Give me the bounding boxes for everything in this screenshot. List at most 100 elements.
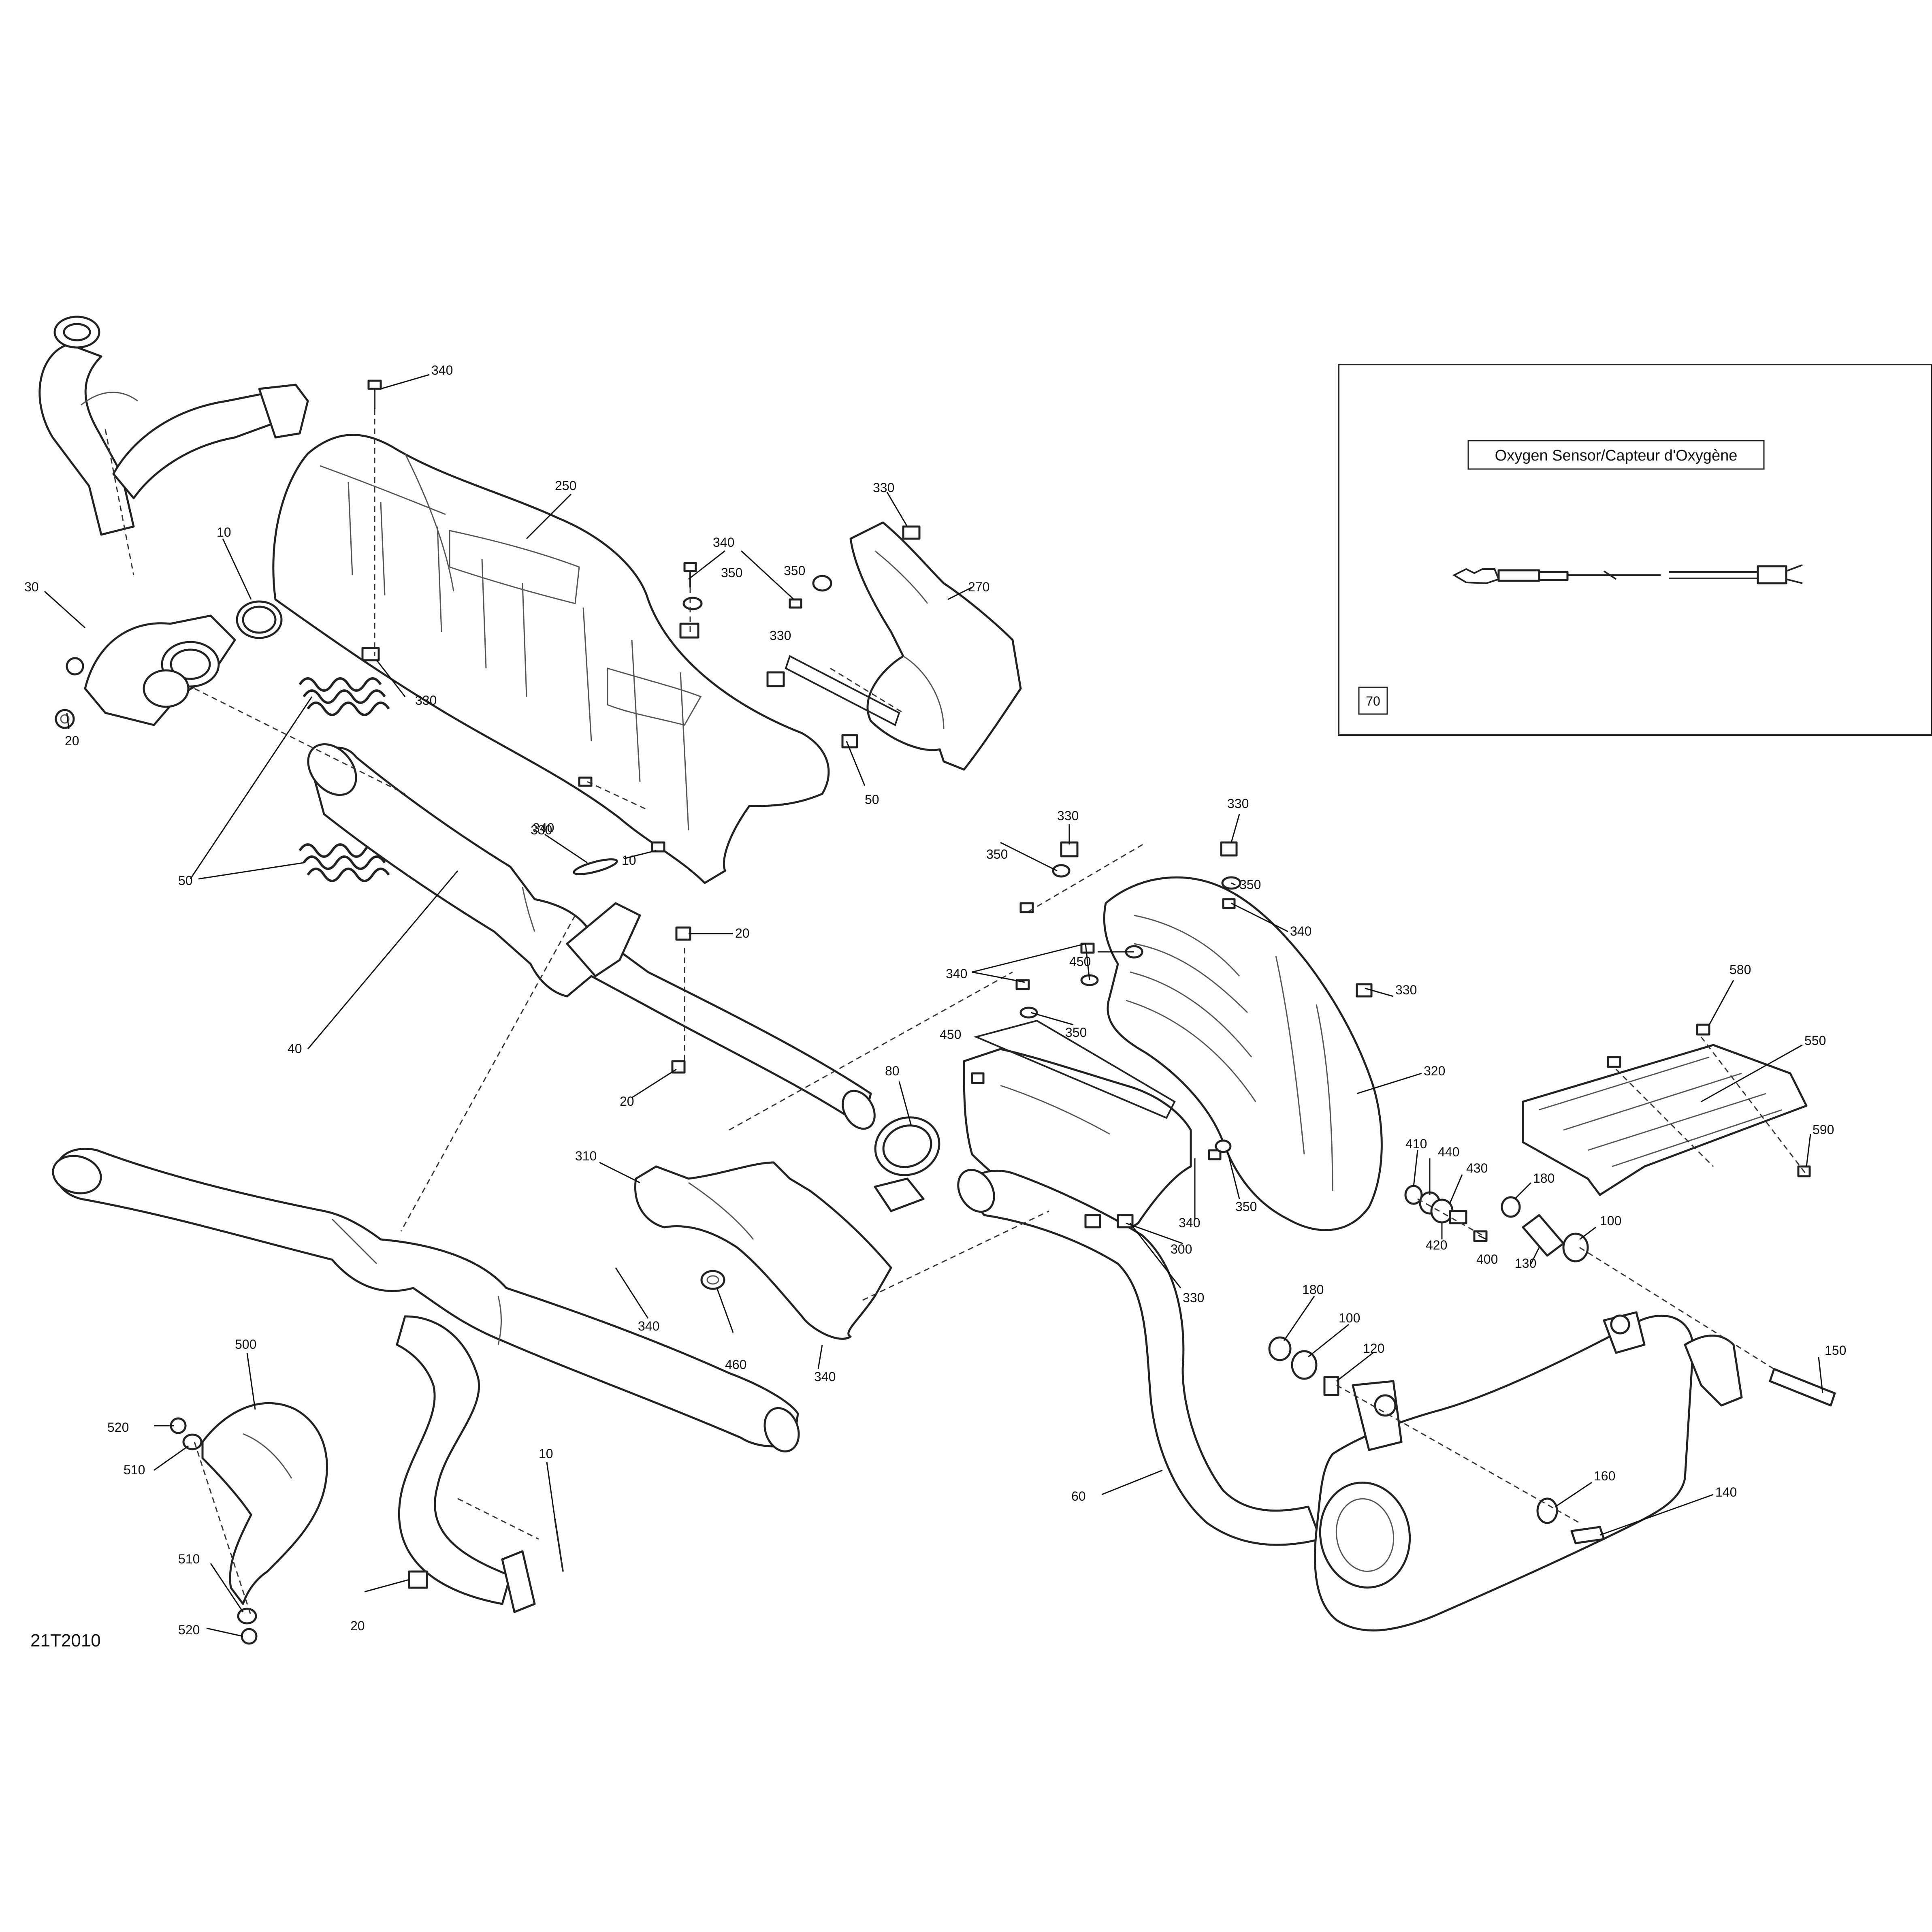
callout-label: 30	[24, 580, 39, 594]
washer-part-350-e	[1019, 1007, 1038, 1019]
callout-label: 10	[539, 1446, 553, 1461]
nut-part-180-a	[1501, 1196, 1521, 1218]
diagram-id: 21T2010	[30, 1631, 101, 1651]
bolt-part-400	[1473, 1230, 1488, 1242]
bolt-part-340-e	[1019, 902, 1034, 913]
callout-label: 330	[873, 480, 894, 495]
nut-part-520-b	[241, 1628, 258, 1645]
inset-part-number-box	[1358, 687, 1388, 715]
grommet-part-100-b	[1291, 1350, 1318, 1380]
mid-pipe-part-40-lower	[52, 1147, 800, 1613]
callout-label: 10	[217, 525, 231, 540]
callout-label: 20	[350, 1619, 365, 1633]
callout-label: 350	[1065, 1025, 1087, 1040]
bolt-part-140	[1570, 1526, 1605, 1544]
oxygen-sensor-drawing	[1452, 564, 1803, 584]
callout-label: 350	[1235, 1199, 1257, 1214]
leader-lines	[44, 374, 1823, 1637]
clip-part-330-g	[1220, 841, 1238, 857]
callout-label: 100	[1600, 1213, 1621, 1228]
callout-label: 20	[620, 1094, 634, 1109]
callout-label: 350	[784, 563, 805, 578]
callout-label: 340	[1290, 924, 1311, 938]
shield-part-500	[201, 1402, 328, 1605]
callout-label: 510	[178, 1552, 200, 1566]
clip-part-330-b	[902, 525, 921, 540]
clamp-part-80	[874, 1116, 940, 1212]
spring-part-50-upper	[299, 677, 390, 716]
callout-label: 330	[770, 628, 791, 643]
heat-shield-part-320	[1103, 876, 1383, 1231]
callout-label: 430	[1466, 1161, 1488, 1175]
callout-label: 340	[1179, 1215, 1200, 1230]
bolt-part-340-i	[1208, 1149, 1222, 1160]
gasket-part-10-top	[236, 600, 283, 639]
callout-label: 50	[178, 873, 193, 888]
callout-label: 520	[107, 1420, 129, 1435]
callout-label: 340	[533, 821, 554, 835]
callout-label: 500	[235, 1337, 256, 1352]
callout-label: 450	[1069, 954, 1091, 969]
clip-part-330-e	[361, 647, 380, 661]
grommet-part-460	[700, 1270, 725, 1290]
callout-label: 330	[1183, 1290, 1204, 1305]
bolt-part-340-f	[1222, 898, 1236, 909]
callout-label: 150	[1825, 1343, 1846, 1358]
callout-label: 100	[1339, 1311, 1360, 1325]
callout-label: 550	[1804, 1033, 1826, 1048]
callout-label: 340	[946, 966, 967, 981]
grommet-part-100-a	[1562, 1233, 1589, 1262]
callout-label: 400	[1476, 1252, 1498, 1267]
fastener-part-580-a	[1696, 1024, 1710, 1036]
callout-label: 340	[713, 535, 734, 550]
callout-label: 340	[638, 1319, 659, 1333]
bolt-part-340-top	[367, 380, 382, 409]
nut-part-180-b	[1268, 1336, 1292, 1361]
callout-label: 590	[1813, 1122, 1834, 1137]
shield-part-550	[1522, 1044, 1808, 1196]
mid-pipe-part-40-upper	[307, 743, 876, 1130]
clip-part-330-d	[841, 734, 858, 748]
tail-pipe-part-60	[957, 1169, 1322, 1546]
spacer-part-130	[1522, 1214, 1565, 1257]
heat-shield-part-270	[785, 521, 1022, 771]
clip-part-330-a	[679, 623, 699, 639]
washer-part-160	[1536, 1497, 1558, 1524]
callout-label: 10	[622, 853, 636, 868]
nut-part-450-c	[971, 1072, 985, 1084]
callout-label: 120	[1363, 1341, 1384, 1356]
callout-label: 40	[288, 1041, 302, 1056]
callout-label: 350	[721, 565, 742, 580]
callout-label: 520	[178, 1623, 200, 1637]
nut-left-lower	[55, 709, 75, 729]
washer-part-350-b	[812, 575, 832, 592]
bolt-part-340-b	[789, 598, 802, 609]
callout-label: 340	[431, 363, 453, 377]
callout-label: 510	[124, 1463, 145, 1477]
heat-shield-part-250	[272, 434, 830, 884]
callout-label: 130	[1515, 1256, 1536, 1271]
inset-part-number: 70	[1366, 694, 1380, 708]
gasket-part-10-bottom	[554, 1518, 564, 1572]
head-pipe-part-30	[38, 316, 309, 536]
callout-label: 300	[1171, 1242, 1192, 1256]
callout-label: 160	[1594, 1469, 1615, 1483]
bolt-part-340-h	[1015, 979, 1030, 990]
callout-label: 180	[1533, 1171, 1555, 1186]
nut-left-upper	[66, 657, 84, 676]
callout-label: 420	[1426, 1238, 1447, 1252]
bolt-part-340-g	[1080, 943, 1095, 954]
callout-label: 310	[575, 1149, 597, 1163]
bolt-part-340-a	[683, 562, 697, 587]
callout-label: 180	[1302, 1282, 1324, 1297]
callout-label: 80	[885, 1064, 900, 1078]
callout-label: 350	[986, 847, 1008, 862]
callouts: 340 250 330 340 350 350 330 270 10 30 33…	[24, 363, 1846, 1637]
callout-label: 330	[1057, 808, 1079, 823]
callout-label: 270	[968, 580, 989, 594]
inset-title: Oxygen Sensor/Capteur d'Oxygène	[1495, 447, 1738, 464]
inset-title-box	[1467, 440, 1765, 470]
callout-label: 450	[940, 1027, 961, 1042]
clip-part-330-f	[1060, 841, 1079, 857]
